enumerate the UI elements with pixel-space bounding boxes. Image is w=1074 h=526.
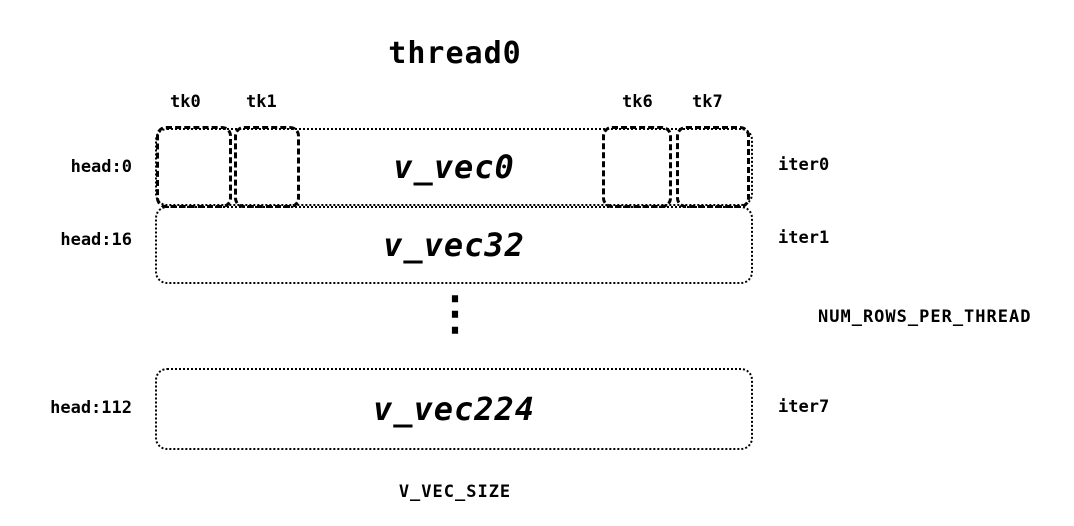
v-vec-row-iter7: v_vec224 xyxy=(155,368,753,450)
tk-cell-tk7 xyxy=(676,126,750,208)
vec-name-label: v_vec32 xyxy=(383,226,525,264)
head-offset-label-iter1: head:16 xyxy=(60,230,132,250)
head-offset-label-iter7: head:112 xyxy=(50,398,132,418)
v-vec-size-label: V_VEC_SIZE xyxy=(398,482,512,502)
tk-cell-tk1 xyxy=(234,126,300,208)
vertical-ellipsis-icon: ⋮ xyxy=(432,286,478,340)
tick-label-tk1: tk1 xyxy=(246,92,277,112)
iter-label-iter0: iter0 xyxy=(778,155,830,175)
tick-label-tk6: tk6 xyxy=(622,92,653,112)
head-offset-label-iter0: head:0 xyxy=(70,157,132,177)
v-vec-row-iter1: v_vec32 xyxy=(155,206,753,284)
vec-name-label: v_vec224 xyxy=(372,390,536,428)
tick-label-tk0: tk0 xyxy=(170,92,201,112)
iter-label-iter7: iter7 xyxy=(778,397,830,417)
tk-cell-tk0 xyxy=(156,126,232,208)
num-rows-per-thread-label: NUM_ROWS_PER_THREAD xyxy=(818,307,1032,327)
tk-cell-tk6 xyxy=(602,126,672,208)
tick-label-tk7: tk7 xyxy=(692,92,723,112)
vec-name-label: v_vec0 xyxy=(393,148,515,186)
diagram-title: thread0 xyxy=(388,36,522,71)
iter-label-iter1: iter1 xyxy=(778,228,830,248)
